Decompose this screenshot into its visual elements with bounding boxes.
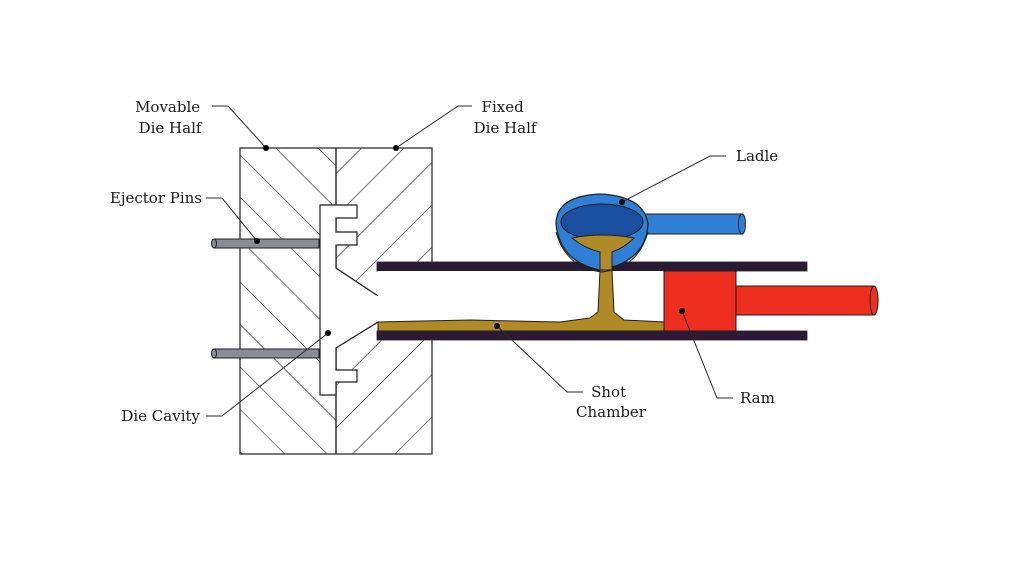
label-movable-die-half: Movable Die Half [135,98,205,137]
metal-pour-stream [570,234,636,271]
label-shot-chamber: Shot Chamber [576,383,647,421]
leader-shot-chamber [494,323,583,393]
leader-fixed-die-half [393,105,472,151]
label-ejector-pins: Ejector Pins [110,189,202,207]
ram-rod-end [869,285,879,316]
ladle [555,193,746,273]
leader-movable-die-half [212,105,269,151]
ejector-pin-lower [211,348,320,359]
label-ram: Ram [740,389,775,407]
leader-ram [679,308,733,399]
leader-ejector-pins [206,197,260,244]
label-ladle: Ladle [736,147,778,165]
ladle-rim-lower [555,231,649,273]
ram-rod [735,285,875,316]
shot-chamber-bottom-wall [376,330,808,341]
label-fixed-die-half: Fixed Die Half [474,98,538,137]
leader-ladle [619,155,726,205]
label-die-cavity: Die Cavity [121,407,200,425]
ejector-pin-upper [211,238,320,249]
ladle-handle [639,213,743,235]
ladle-handle-end [738,213,746,235]
ram-head [663,270,737,332]
leader-die-cavity [206,330,331,417]
